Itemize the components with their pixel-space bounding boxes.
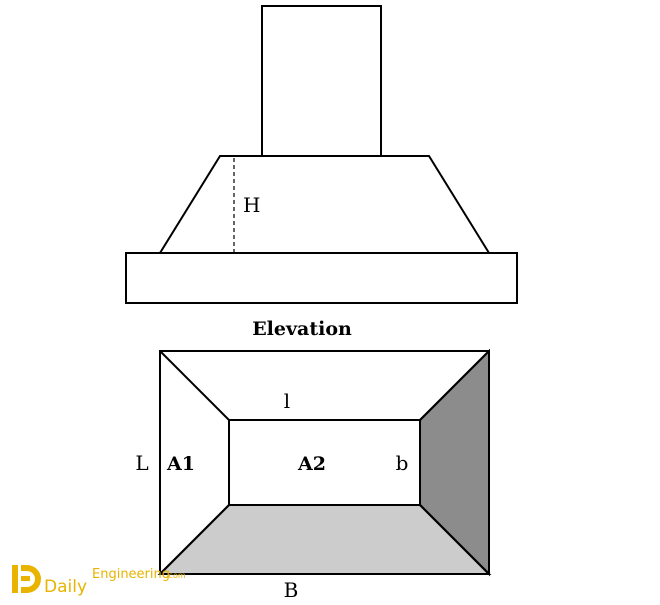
corner-line-bl bbox=[159, 504, 230, 575]
logo-suffix-text: .com bbox=[166, 571, 186, 580]
elevation-view bbox=[125, 5, 518, 304]
sloped-footing bbox=[158, 155, 491, 254]
inner-top-area bbox=[228, 419, 421, 506]
height-label: H bbox=[243, 193, 260, 217]
corner-line-tr bbox=[419, 350, 490, 421]
inner-length-label: l bbox=[284, 389, 290, 413]
daily-engineering-logo: Daily Engineering .com bbox=[12, 565, 186, 597]
logo-mark-icon bbox=[12, 565, 41, 593]
inner-breadth-label: b bbox=[396, 451, 409, 475]
elevation-title: Elevation bbox=[252, 318, 352, 340]
area-1-label: A1 bbox=[166, 453, 195, 475]
plan-view bbox=[157, 348, 492, 577]
logo-daily-text: Daily bbox=[44, 577, 87, 597]
area-2-label: A2 bbox=[297, 453, 326, 475]
logo-engineering-text: Engineering bbox=[92, 567, 170, 582]
outer-length-label: L bbox=[135, 451, 148, 475]
corner-line-br bbox=[419, 504, 490, 575]
corner-line-tl bbox=[159, 350, 230, 421]
column bbox=[261, 5, 382, 157]
base-slab bbox=[125, 252, 518, 304]
outer-base bbox=[159, 350, 490, 575]
outer-breadth-label: B bbox=[284, 578, 299, 602]
